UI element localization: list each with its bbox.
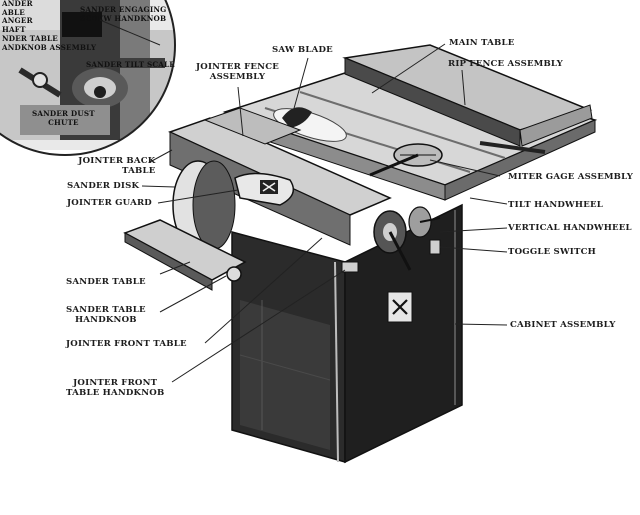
label-sander-table-handknob-assembly: NDER TABLE ANDKNOB ASSEMBLY bbox=[2, 34, 97, 52]
label-sander-disk: SANDER DISK bbox=[67, 181, 140, 191]
label-jointer-front-table-handknob: JOINTER FRONT TABLE HANDKNOB bbox=[66, 378, 165, 398]
label-vertical-handwheel: VERTICAL HANDWHEEL bbox=[508, 223, 632, 233]
label-sander-table-handknob: SANDER TABLE HANDKNOB bbox=[66, 305, 146, 325]
label-rip-fence-assembly: RIP FENCE ASSEMBLY bbox=[448, 59, 563, 69]
label-sander-dust-chute: SANDER DUST CHUTE bbox=[32, 109, 95, 127]
inset-detail-view bbox=[0, 0, 176, 156]
label-saw-blade: SAW BLADE bbox=[272, 45, 333, 55]
leader-lines bbox=[141, 43, 508, 383]
label-main-table: MAIN TABLE bbox=[449, 38, 515, 48]
label-tilt-handwheel: TILT HANDWHEEL bbox=[508, 200, 603, 210]
label-miter-gage-assembly: MITER GAGE ASSEMBLY bbox=[508, 172, 634, 182]
label-sander-engaging-screw-handknob: SANDER ENGAGING SCREW HANDKNOB bbox=[80, 5, 167, 23]
label-cabinet-assembly: CABINET ASSEMBLY bbox=[510, 320, 616, 330]
label-sander-table: SANDER TABLE bbox=[66, 277, 146, 287]
label-jointer-front-table: JOINTER FRONT TABLE bbox=[66, 339, 187, 349]
label-jointer-guard: JOINTER GUARD bbox=[67, 198, 152, 208]
label-sander-tilt-scale: SANDER TILT SCALE bbox=[86, 60, 175, 69]
label-jointer-fence-assembly: JOINTER FENCE ASSEMBLY bbox=[196, 62, 280, 82]
label-jointer-back-table: JOINTER BACK TABLE bbox=[78, 156, 156, 176]
table-saw-body bbox=[123, 44, 598, 464]
label-toggle-switch: TOGGLE SWITCH bbox=[508, 247, 596, 257]
label-sander-table-hanger-shaft: ANDER ABLE ANGER HAFT bbox=[2, 0, 33, 34]
